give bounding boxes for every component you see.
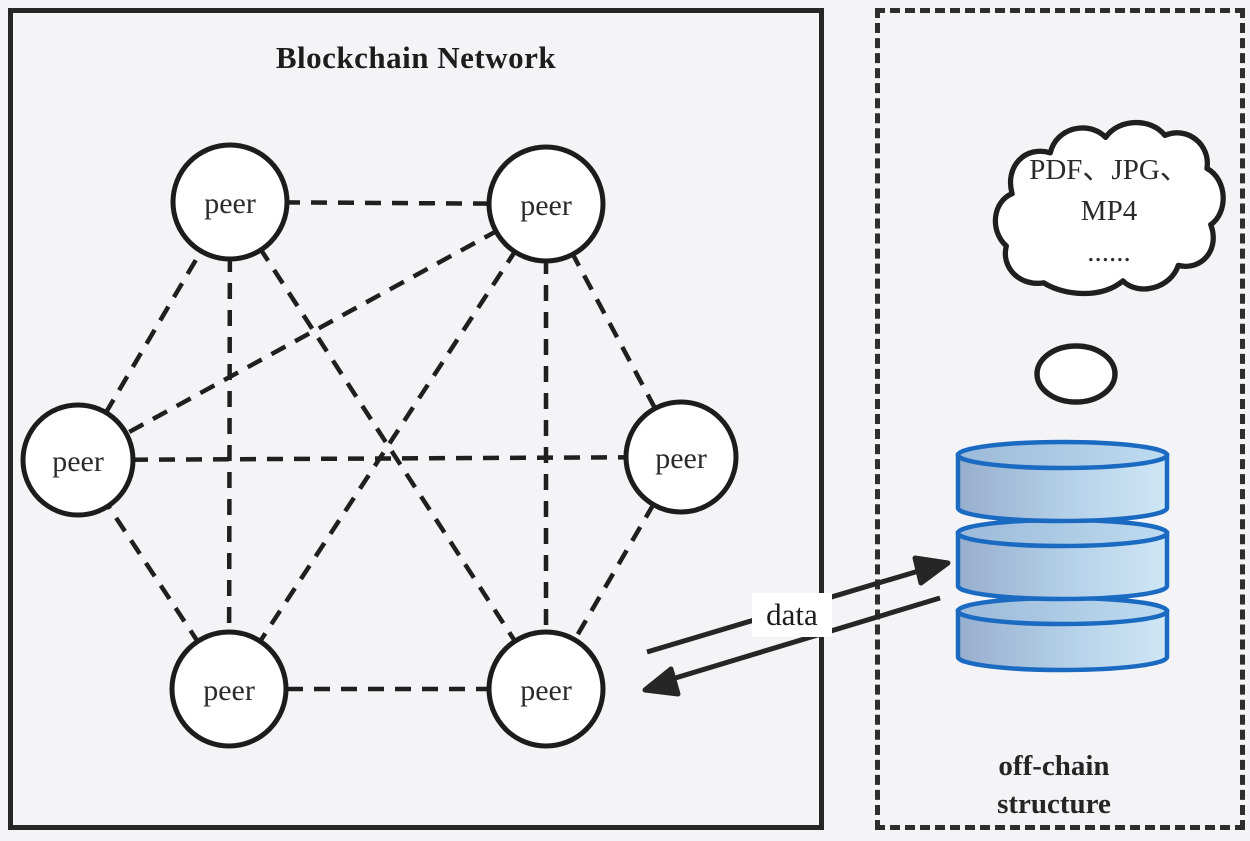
thought-bubble-dot: [1034, 343, 1118, 405]
file-types-text: PDF、JPG、 MP4 ......: [1029, 154, 1189, 268]
peer-label: peer: [52, 445, 104, 478]
offchain-structure-box: [875, 8, 1245, 830]
offchain-structure-caption: off-chain structure: [997, 750, 1111, 820]
connection-line: [226, 201, 233, 690]
connection-line: [227, 202, 548, 691]
connection-line: [544, 202, 683, 459]
peer-node-circle: [169, 629, 289, 749]
peer-label: peer: [520, 189, 572, 222]
blockchain-network-title: Blockchain Network: [275, 40, 557, 75]
connection-line: [76, 202, 548, 462]
database-icon: [955, 439, 1170, 673]
file-types-cloud-icon: [992, 119, 1226, 405]
peer-node-circle: [486, 629, 606, 749]
peer-label: peer: [520, 674, 572, 707]
peer-label: peer: [204, 187, 256, 220]
data-flow-label: data: [752, 593, 832, 637]
peer-nodes: [20, 142, 739, 749]
arrow-database-to-peer: [642, 595, 941, 697]
peer-node-circle: [170, 142, 290, 262]
peer-label: peer: [655, 442, 707, 475]
peer-node-circle: [623, 399, 739, 515]
peer-node-labels: peer peer peer peer peer peer: [52, 187, 707, 707]
connection-line: [228, 200, 548, 691]
peer-node-circle: [486, 144, 606, 264]
peer-connection-lines: [76, 199, 683, 692]
peer-label: peer: [203, 674, 255, 707]
blockchain-network-box: [8, 8, 824, 830]
peer-node-circle: [20, 402, 136, 518]
